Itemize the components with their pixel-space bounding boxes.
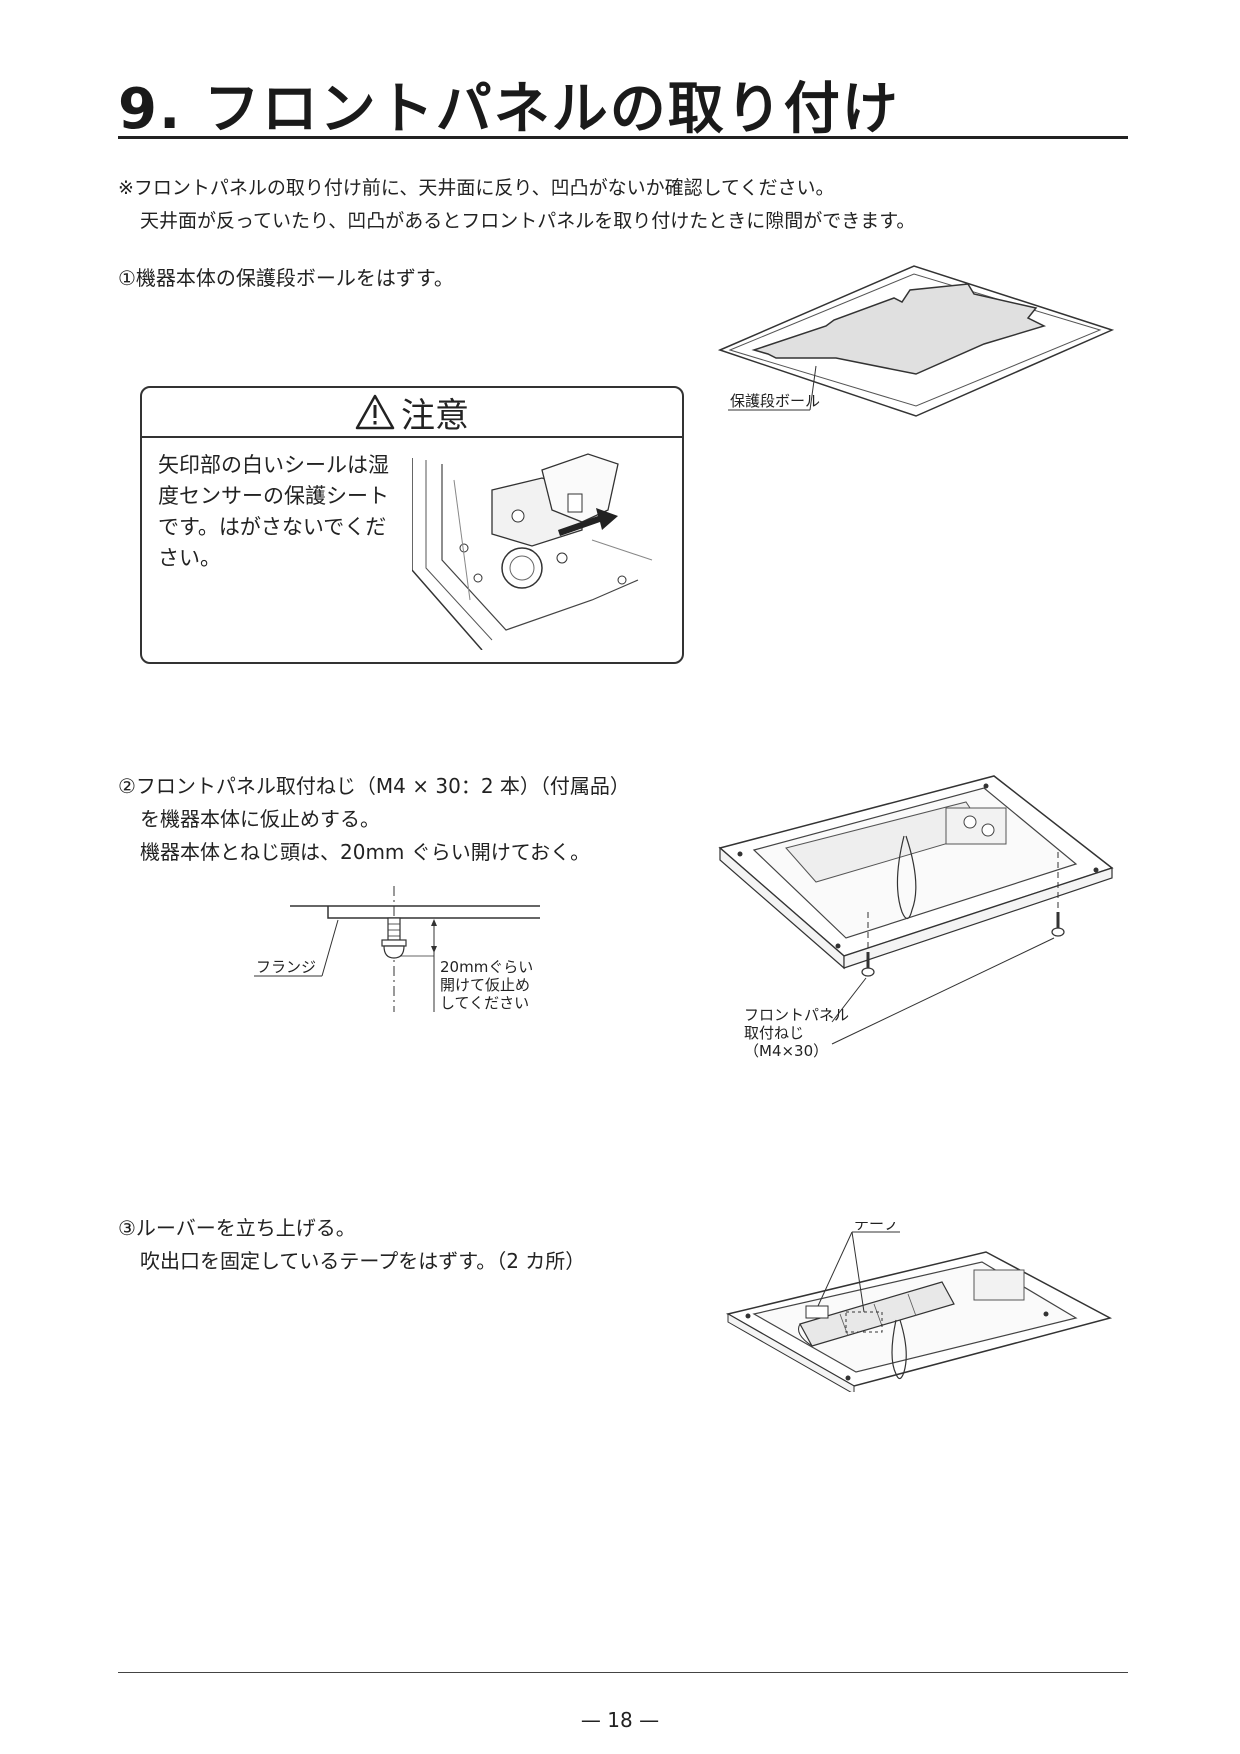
- label-cardboard: 保護段ボール: [730, 392, 820, 410]
- step-3-line-2: 吹出口を固定しているテープをはずす。（2 カ所）: [140, 1249, 586, 1273]
- step-2-line-3: 機器本体とねじ頭は、20mm ぐらい開けておく。: [140, 840, 591, 864]
- label-screw-line-3: （M4×30）: [744, 1042, 828, 1060]
- note-line-1: ※フロントパネルの取り付け前に、天井面に反り、凹凸がないか確認してください。: [118, 177, 835, 199]
- step-2-text: ②フロントパネル取付ねじ（M4 × 30：2 本）（付属品） を機器本体に仮止め…: [118, 770, 630, 869]
- humidity-sensor-illustration: [412, 453, 653, 650]
- label-gap-line-1: 20mmぐらい: [440, 958, 533, 976]
- caution-body: 矢印部の白いシールは湿度センサーの保護シートです。はがさないでください。: [158, 453, 389, 570]
- warning-triangle-icon: [355, 394, 395, 430]
- screw-right-icon: [1051, 912, 1065, 937]
- label-screw-line-2: 取付ねじ: [744, 1024, 804, 1042]
- arrow-indicator-icon: [558, 508, 618, 536]
- precaution-note: ※フロントパネルの取り付け前に、天井面に反り、凹凸がないか確認してください。 天…: [118, 172, 915, 238]
- step-2-line-2: を機器本体に仮止めする。: [140, 807, 380, 831]
- footer-rule: [118, 1672, 1128, 1673]
- page-title: 9. フロントパネルの取り付け: [118, 77, 900, 142]
- screw-left-icon: [861, 952, 875, 977]
- caution-box: 注意 矢印部の白いシールは湿度センサーの保護シートです。はがさないでください。: [140, 386, 684, 664]
- step-2-line-1: ②フロントパネル取付ねじ（M4 × 30：2 本）（付属品）: [118, 774, 630, 798]
- step-3-line-1: ③ルーバーを立ち上げる。: [118, 1216, 356, 1240]
- label-screw-line-1: フロントパネル: [744, 1006, 849, 1024]
- label-gap-line-2: 開けて仮止め: [440, 976, 530, 994]
- page-number: — 18 —: [580, 1708, 660, 1732]
- caution-header: 注意: [142, 388, 682, 438]
- step-2-illustration: フロントパネル 取付ねじ （M4×30）: [718, 775, 1114, 1060]
- caution-heading: 注意: [401, 395, 469, 436]
- note-line-2: 天井面が反っていたり、凹凸があるとフロントパネルを取り付けたときに隙間ができます…: [140, 210, 916, 232]
- label-tape: テープ: [854, 1222, 898, 1233]
- step-3-illustration: テープ: [725, 1222, 1113, 1392]
- tape-left-icon: [805, 1305, 829, 1319]
- screw-gap-diagram: フランジ 20mmぐらい 開けて仮止め してください: [254, 886, 540, 1012]
- label-gap-line-3: してください: [440, 994, 529, 1012]
- label-flange: フランジ: [256, 958, 316, 976]
- step-3-text: ③ルーバーを立ち上げる。 吹出口を固定しているテープをはずす。（2 カ所）: [118, 1212, 585, 1278]
- step-1-text: ①機器本体の保護段ボールをはずす。: [118, 266, 454, 290]
- step-1-illustration: 保護段ボール: [717, 265, 1115, 417]
- title-rule: [118, 136, 1128, 139]
